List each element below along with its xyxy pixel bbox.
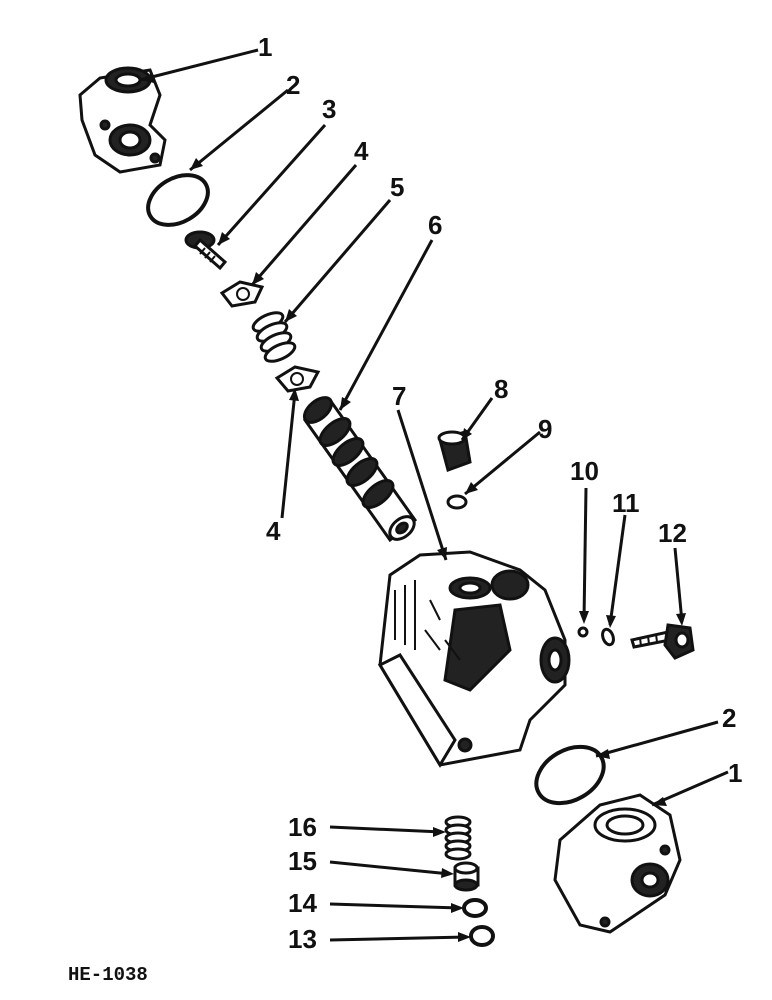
part-4-top-gasket-hole [236,287,250,301]
leader-13-arrowhead [458,932,471,942]
part-15-plunger [453,861,480,892]
leader-2-top-arrowhead [190,158,203,170]
part-1-bottom-elbow-housing [553,793,682,934]
leader-6-arrowhead [340,397,351,410]
part-4-top-gasket [219,280,265,308]
callout-10: 10 [570,456,599,486]
leader-7-arrowhead [437,547,447,560]
leader-3 [216,124,327,246]
callout-14: 14 [288,888,317,918]
part-2-bottom-o-ring [534,744,606,806]
part-8-plug [437,430,472,472]
part-14-washer [462,898,488,918]
leader-8-arrowhead [462,428,472,440]
leader-5 [283,199,392,323]
callout-2-bottom: 2 [722,703,736,733]
leader-1-bottom [651,770,729,807]
callout-16: 16 [288,812,317,842]
part-10-ball [577,626,589,638]
part-13-o-ring [469,925,495,947]
leader-14-arrowhead [451,903,464,913]
leader-4-bottom-arrowhead [289,388,299,401]
leader-2-top [189,88,289,172]
leader-7 [396,409,448,561]
leader-11-arrowhead [606,615,616,628]
leader-4-bottom [280,391,297,519]
figure-id: HE-1038 [68,964,148,986]
leader-16-arrowhead [433,827,446,837]
callout-1-bottom: 1 [728,758,742,788]
callout-3: 3 [322,94,336,124]
leader-15 [329,860,451,876]
leader-14 [329,902,461,910]
callout-4-top: 4 [354,136,369,166]
leader-1-bottom-arrowhead [652,797,667,806]
leader-9-arrowhead [465,482,478,494]
leader-15-arrowhead [441,868,454,878]
leader-3-arrowhead [218,232,230,245]
part-1-top-elbow-housing [78,66,167,174]
callout-15: 15 [288,846,317,876]
callout-9: 9 [538,414,552,444]
callout-1-top: 1 [258,32,272,62]
leader-5-arrowhead [285,309,297,322]
callout-13: 13 [288,924,317,954]
leader-13 [329,935,468,942]
leader-4-top-arrowhead [252,272,264,285]
callout-11: 11 [612,488,640,518]
part-16-spring [444,815,472,861]
callout-5: 5 [390,172,404,202]
callout-2-top: 2 [286,70,300,100]
leader-10 [582,487,588,621]
leader-2-bottom-arrowhead [596,749,610,759]
part-7-valve-body [377,550,571,768]
leader-4-top [250,164,358,286]
leader-12-arrowhead [676,613,686,626]
callout-4-bottom: 4 [266,516,281,546]
part-2-top-o-ring [146,173,210,227]
leader-2-bottom [595,720,719,758]
part-6-valve-spool [302,396,418,543]
leader-12 [673,547,684,623]
leader-6 [338,239,434,411]
part-3-plug [184,230,228,271]
leader-11 [608,514,627,626]
leader-1-top [139,48,259,82]
part-12-screw [630,623,695,660]
part-5-spring [251,311,297,363]
callout-8: 8 [494,374,508,404]
leader-16 [329,825,443,834]
leader-10-arrowhead [579,611,589,624]
part-4-lower-gasket [274,365,321,393]
leader-1-top-arrowhead [140,73,154,83]
part-9-o-ring [446,494,468,510]
callout-7: 7 [392,381,406,411]
part-11-ring [601,627,615,647]
callout-6: 6 [428,210,442,240]
callout-12: 12 [658,518,687,548]
part-4-lower-gasket-hole [290,372,304,386]
leader-9 [464,430,541,496]
